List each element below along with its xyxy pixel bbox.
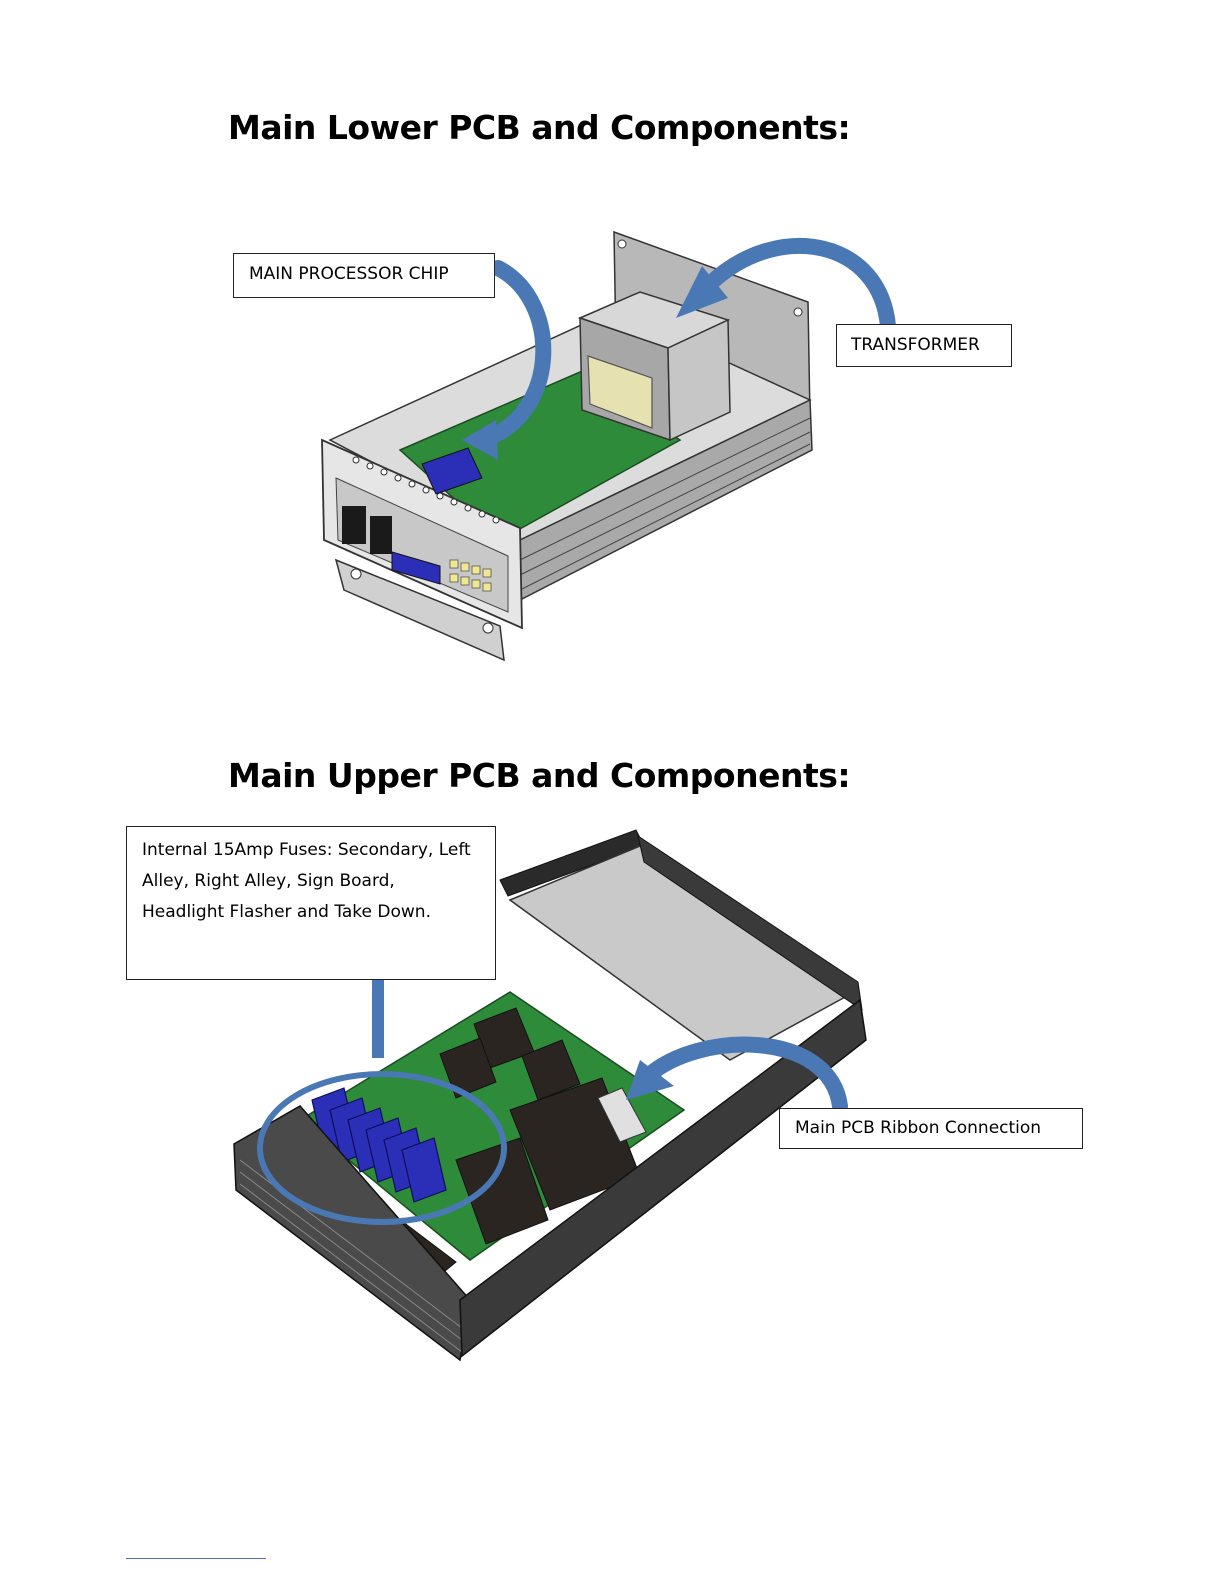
internal-fuses-callout: Internal 15Amp Fuses: Secondary, Left Al… xyxy=(126,826,496,980)
footnote-separator xyxy=(126,1558,266,1559)
ribbon-connection-callout: Main PCB Ribbon Connection xyxy=(779,1108,1083,1149)
